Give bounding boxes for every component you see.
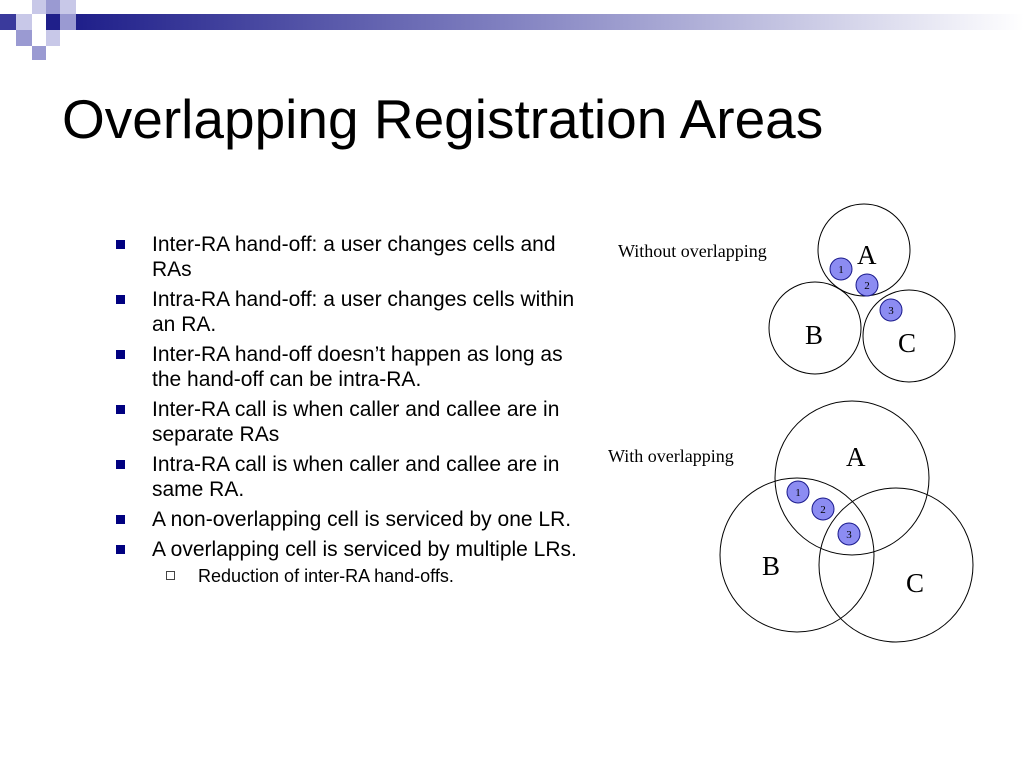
square-bullet-icon <box>116 460 125 469</box>
bullet-text: Inter-RA hand-off doesn’t happen as long… <box>152 343 563 391</box>
square-bullet-icon <box>116 350 125 359</box>
area-label-a: A <box>846 442 866 472</box>
cell-number: 3 <box>846 529 852 541</box>
cell-number: 2 <box>820 504 826 516</box>
bullet-text: Intra-RA hand-off: a user changes cells … <box>152 288 575 336</box>
area-label-b: B <box>805 320 823 350</box>
bullet-text: A non-overlapping cell is serviced by on… <box>152 508 572 531</box>
area-circle-a <box>774 400 930 556</box>
cell-marker: 3 <box>879 298 903 322</box>
sub-bullet-list: Reduction of inter-RA hand-offs. <box>152 565 582 587</box>
area-label-b: B <box>762 551 780 581</box>
square-bullet-icon <box>116 545 125 554</box>
bullet-item: Intra-RA call is when caller and callee … <box>112 452 582 502</box>
without-overlapping-label: Without overlapping <box>618 241 767 261</box>
cell-number: 1 <box>838 264 844 276</box>
area-circle-b <box>719 477 875 633</box>
bullet-text: A overlapping cell is serviced by multip… <box>152 538 577 561</box>
cell-number: 2 <box>864 280 870 292</box>
with-overlapping-label: With overlapping <box>608 446 734 466</box>
area-circle-c <box>862 289 956 383</box>
bullet-item: A non-overlapping cell is serviced by on… <box>112 507 582 532</box>
bullet-item: Intra-RA hand-off: a user changes cells … <box>112 287 582 337</box>
bullet-item: A overlapping cell is serviced by multip… <box>112 537 582 587</box>
area-label-c: C <box>898 328 916 358</box>
square-bullet-icon <box>116 240 125 249</box>
sub-bullet-text: Reduction of inter-RA hand-offs. <box>198 566 454 586</box>
bullet-item: Inter-RA hand-off: a user changes cells … <box>112 232 582 282</box>
square-bullet-icon <box>116 515 125 524</box>
square-bullet-icon <box>116 405 125 414</box>
bullet-item: Inter-RA hand-off doesn’t happen as long… <box>112 342 582 392</box>
square-bullet-icon <box>116 295 125 304</box>
cell-marker: 2 <box>811 497 835 521</box>
slide-title: Overlapping Registration Areas <box>62 88 824 150</box>
registration-area-diagram: Without overlapping A B C 1 2 3 With ove… <box>608 203 974 643</box>
sub-bullet-item: Reduction of inter-RA hand-offs. <box>152 565 582 587</box>
cell-marker: 3 <box>837 522 861 546</box>
area-circle-c <box>818 487 974 643</box>
hollow-square-bullet-icon <box>166 571 175 580</box>
cell-marker: 1 <box>829 257 853 281</box>
bullet-item: Inter-RA call is when caller and callee … <box>112 397 582 447</box>
cell-marker: 1 <box>786 480 810 504</box>
bullet-text: Inter-RA hand-off: a user changes cells … <box>152 233 556 281</box>
area-label-a: A <box>857 240 877 270</box>
bullet-text: Intra-RA call is when caller and callee … <box>152 453 560 501</box>
cell-number: 1 <box>795 487 801 499</box>
cell-number: 3 <box>888 305 894 317</box>
cell-marker: 2 <box>855 273 879 297</box>
area-circle-b <box>768 281 862 375</box>
bullet-list: Inter-RA hand-off: a user changes cells … <box>112 232 582 592</box>
area-label-c: C <box>906 568 924 598</box>
bullet-text: Inter-RA call is when caller and callee … <box>152 398 560 446</box>
header-decoration <box>0 0 1024 60</box>
